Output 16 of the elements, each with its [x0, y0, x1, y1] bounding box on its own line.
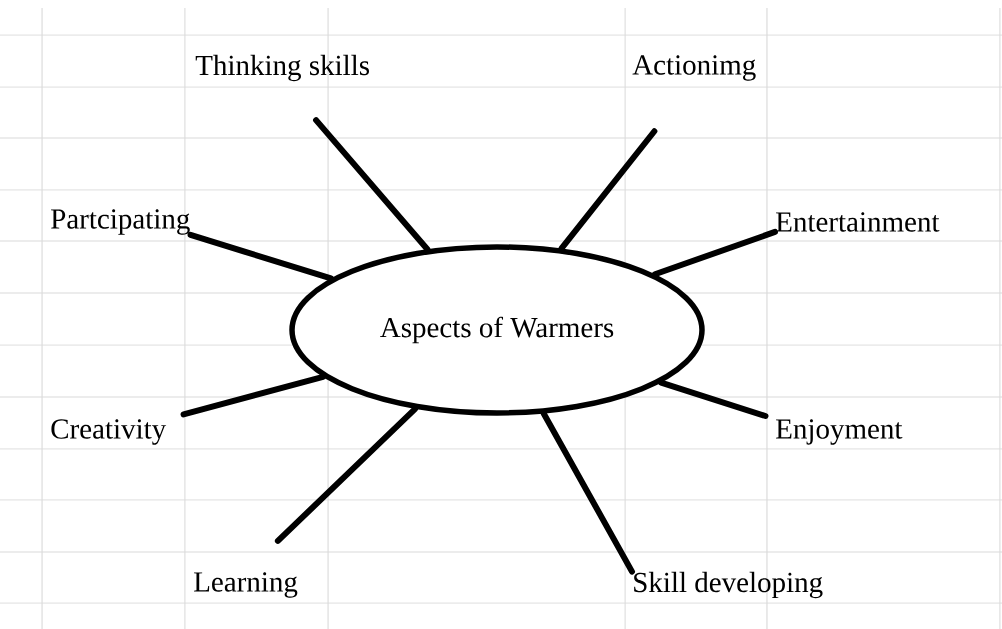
spoke-line: [658, 379, 769, 419]
spoke-label: Creativity: [51, 419, 167, 445]
spoke-label: Enjoyment: [776, 419, 903, 445]
spoke-line: [187, 231, 334, 282]
spoke-line: [180, 373, 327, 418]
spoke-line: [651, 228, 778, 278]
spoke-label: Thinking skills: [195, 54, 369, 82]
spoke-line: [274, 405, 419, 544]
spoke-label: Learning: [194, 572, 298, 598]
spoke-line: [558, 128, 658, 252]
spoke-label: Actionimg: [632, 55, 756, 81]
spoke-label: Skill developing: [634, 571, 823, 599]
spoke-label: Partcipating: [51, 209, 190, 235]
spoke-label: Entertainment: [776, 212, 940, 232]
spoke-line: [313, 117, 431, 253]
spoke-line: [540, 410, 635, 575]
